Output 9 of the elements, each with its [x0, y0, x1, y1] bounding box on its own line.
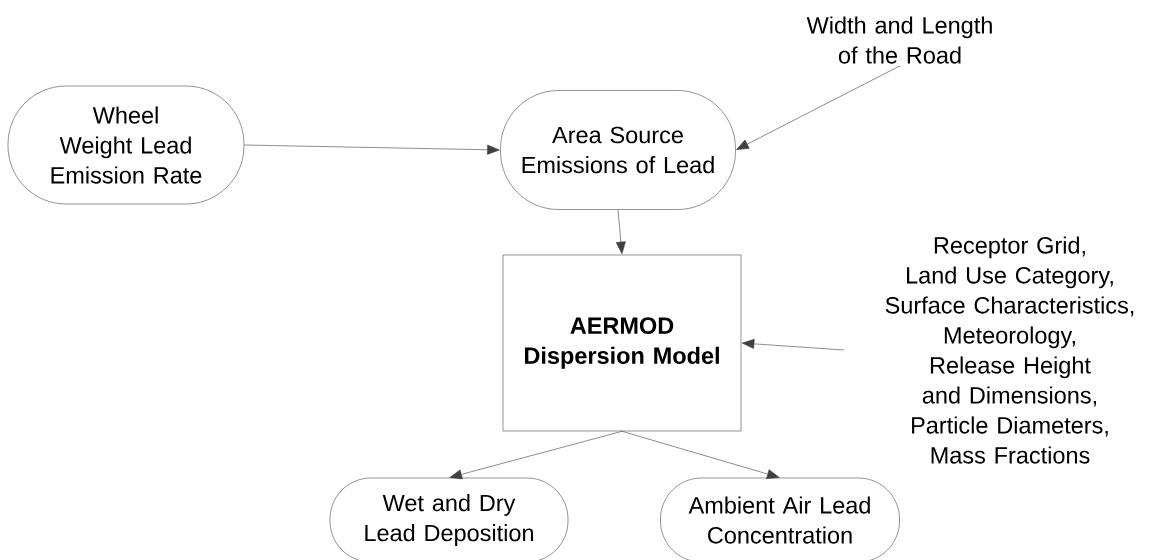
process-box: AERMOD Dispersion Model [502, 254, 742, 432]
arrow [615, 209, 626, 255]
arrow [449, 431, 623, 480]
input-text: Receptor Grid, Land Use Category, Surface Characteristics, Meteorology, Release Height and Dimensions, Particle Diameters, Mass Fractions [885, 236, 1134, 464]
arrow [736, 65, 901, 150]
arrow [741, 338, 845, 351]
arrow [244, 144, 500, 155]
input-text: Width and Length of the Road [806, 16, 992, 64]
arrow [621, 431, 780, 479]
